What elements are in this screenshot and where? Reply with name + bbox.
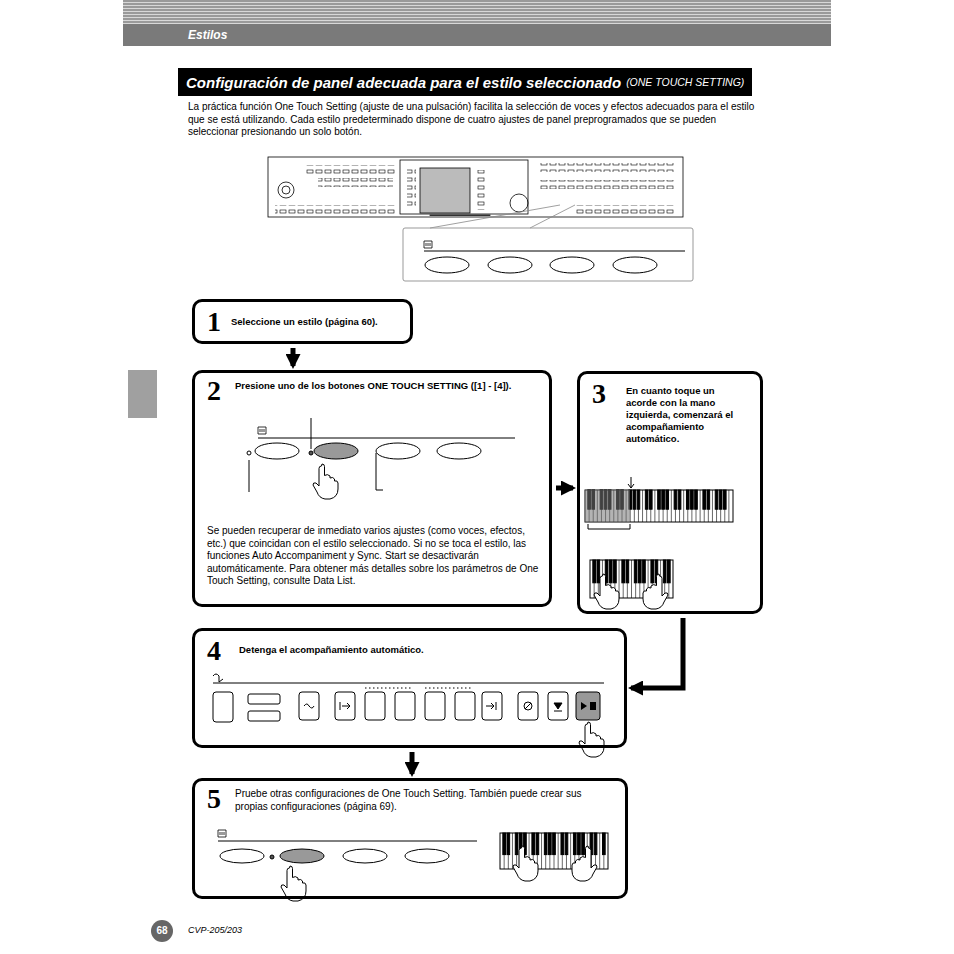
step-instruction: Pruebe otras configuraciones de One Touc… [235,788,615,813]
title-subtitle: (ONE TOUCH SETTING) [626,76,744,88]
step-description: Se pueden recuperar de inmediato varios … [207,525,541,588]
one-touch-buttons-step5 [218,830,608,901]
intro-paragraph: La práctica función One Touch Setting (a… [188,101,763,139]
title-band: Configuración de panel adecuada para el … [178,68,752,96]
model-name: CVP-205/203 [188,925,308,935]
flow-arrow [631,618,683,688]
step-instruction: Seleccione un estilo (página 60). [231,316,409,328]
step-instruction: Detenga el acompañamiento automático. [239,644,609,656]
page-number-disc [151,920,173,942]
step-number: 4 [207,637,231,665]
step-instruction: En cuanto toque un acorde con la mano iz… [626,385,746,445]
step-number: 1 [207,308,231,336]
panel-drawing [268,157,683,228]
zoom-box [403,228,693,281]
page-number: 68 [151,925,173,936]
flow-arrow [291,348,296,366]
keyboard [500,833,608,869]
step-number: 2 [207,377,231,405]
title-text: Configuración de panel adecuada para el … [186,74,621,91]
step-number: 3 [592,380,616,408]
step-box: 3 En cuanto toque un acorde con la mano i… [577,371,763,614]
keyboard [585,490,733,522]
step-instruction: Presione uno de los botones ONE TOUCH SE… [235,380,547,392]
flow-arrow [556,486,573,491]
step-box: 5Pruebe otras configuraciones de One Tou… [192,778,628,899]
transport-panel [213,674,604,757]
step-box: 2 Presione uno de los botones ONE TOUCH S… [192,370,552,607]
section-name: Estilos [188,28,388,42]
step-box: 4 Detenga el acompañamiento automático. [192,628,627,748]
header-bar [123,0,831,46]
side-tab [128,370,157,418]
keyboard-area [585,477,733,609]
step-number: 5 [207,785,231,813]
flow-arrow [410,752,415,774]
one-touch-buttons [247,418,515,499]
step-box: 1Seleccione un estilo (página 60). [192,299,413,344]
